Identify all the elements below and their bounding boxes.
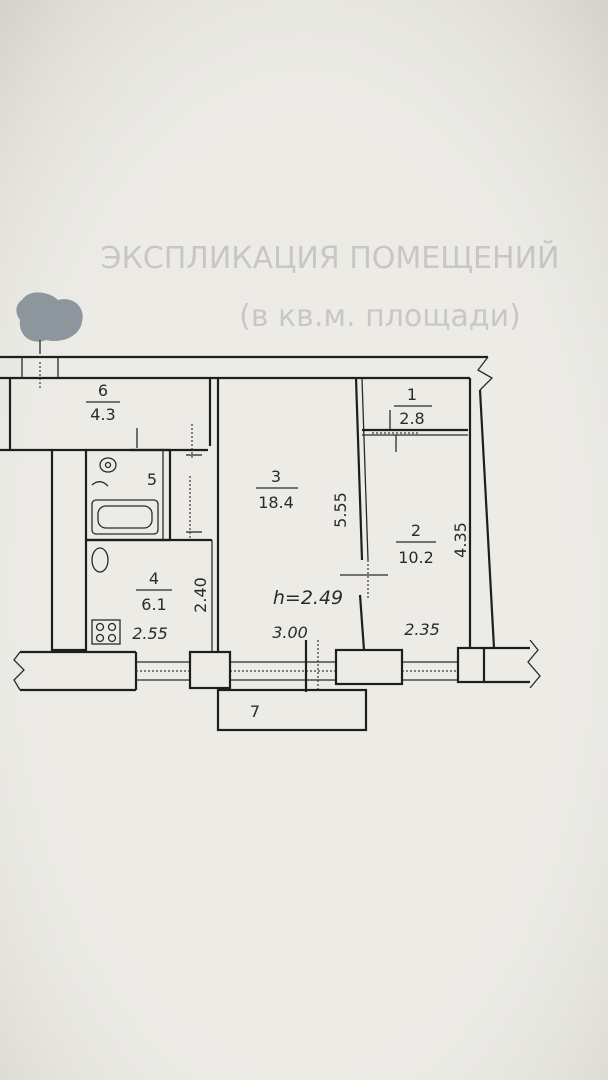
sink-icon xyxy=(91,481,109,487)
wall-break-bottom-right xyxy=(527,639,541,689)
room-4-area: 6.1 xyxy=(141,595,166,614)
room-6-number: 6 xyxy=(98,381,108,400)
room-6-area: 4.3 xyxy=(90,405,115,424)
redaction-blob xyxy=(16,292,83,342)
balcony-7 xyxy=(216,688,368,732)
stove-burner-1 xyxy=(95,622,105,632)
stove-icon xyxy=(91,619,121,645)
dim-room2-length: 4.35 xyxy=(451,522,470,558)
right-wall-outer xyxy=(478,389,496,649)
dim-kitchen-depth: 2.40 xyxy=(191,577,210,613)
room-2-number: 2 xyxy=(411,521,421,540)
wall-break-top-right xyxy=(477,356,494,391)
wall-pier-2 xyxy=(334,648,404,686)
left-column xyxy=(50,448,88,652)
partition-3-2-inner xyxy=(361,377,369,561)
kitchen-sink-icon xyxy=(91,547,109,573)
wall-break-bottom-left xyxy=(13,651,25,691)
bathtub-icon xyxy=(91,499,159,535)
stove-burner-4 xyxy=(107,633,117,643)
faded-header-line-1: ЭКСПЛИКАЦИЯ ПОМЕЩЕНИЙ xyxy=(101,240,560,276)
room-3-area: 18.4 xyxy=(258,493,294,512)
room-3-number: 3 xyxy=(271,467,281,486)
room-7-number: 7 xyxy=(250,702,260,721)
room-4-number: 4 xyxy=(149,569,159,588)
room-1-number: 1 xyxy=(407,385,417,404)
stove-burner-3 xyxy=(95,633,105,643)
room-2-area: 10.2 xyxy=(398,548,434,567)
partition-3-2 xyxy=(354,377,364,561)
faded-header-line-2: (в кв.м. площади) xyxy=(239,299,521,334)
room-1-area: 2.8 xyxy=(399,409,424,428)
dim-kitchen-width: 2.55 xyxy=(132,624,168,643)
dim-room2-width: 2.35 xyxy=(404,620,440,639)
stove-burner-2 xyxy=(107,622,117,632)
room-5-number: 5 xyxy=(147,470,157,489)
toilet-icon xyxy=(99,457,117,473)
wall-pier-1 xyxy=(188,650,232,690)
dimension-labels: 5.55 4.35 2.40 2.55 3.00 2.35 h=2.49 xyxy=(132,492,470,643)
partition-3-2-lower xyxy=(358,594,366,651)
toilet-icon-drain xyxy=(104,461,112,469)
floor-plan xyxy=(0,355,541,732)
bathtub-inner xyxy=(97,505,153,529)
dim-room3-length: 5.55 xyxy=(331,492,350,528)
dim-room3-width: 3.00 xyxy=(272,623,308,642)
faded-header-text: ЭКСПЛИКАЦИЯ ПОМЕЩЕНИЙ (в кв.м. площади) xyxy=(101,240,560,334)
room-labels: 6 4.3 1 2.8 5 3 18.4 2 10.2 4 6.1 7 xyxy=(86,381,436,721)
ceiling-height-label: h=2.49 xyxy=(273,587,343,609)
